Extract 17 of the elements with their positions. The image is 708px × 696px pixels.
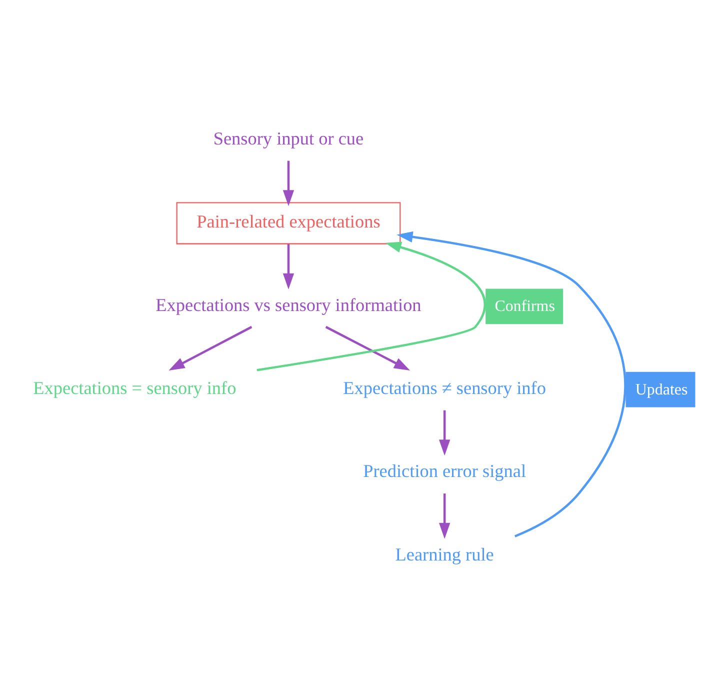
arrow <box>282 244 294 290</box>
node-text: Expectations ≠ sensory info <box>343 378 546 398</box>
arrow <box>168 326 252 371</box>
node-text: Learning rule <box>395 544 494 564</box>
arrow <box>438 493 450 539</box>
node-text: Sensory input or cue <box>213 128 364 148</box>
arrow <box>325 326 410 371</box>
edge-label: Confirms <box>494 298 555 316</box>
node-text: Expectations vs sensory information <box>156 294 422 315</box>
arrow <box>282 160 294 206</box>
edge-label: Updates <box>635 381 688 398</box>
node-text: Expectations = sensory info <box>33 378 236 398</box>
arrow <box>396 231 626 538</box>
arrow <box>438 410 450 456</box>
node-box: Pain-related expectations <box>176 202 401 244</box>
arrow <box>256 242 486 372</box>
node-text: Prediction error signal <box>363 461 526 482</box>
